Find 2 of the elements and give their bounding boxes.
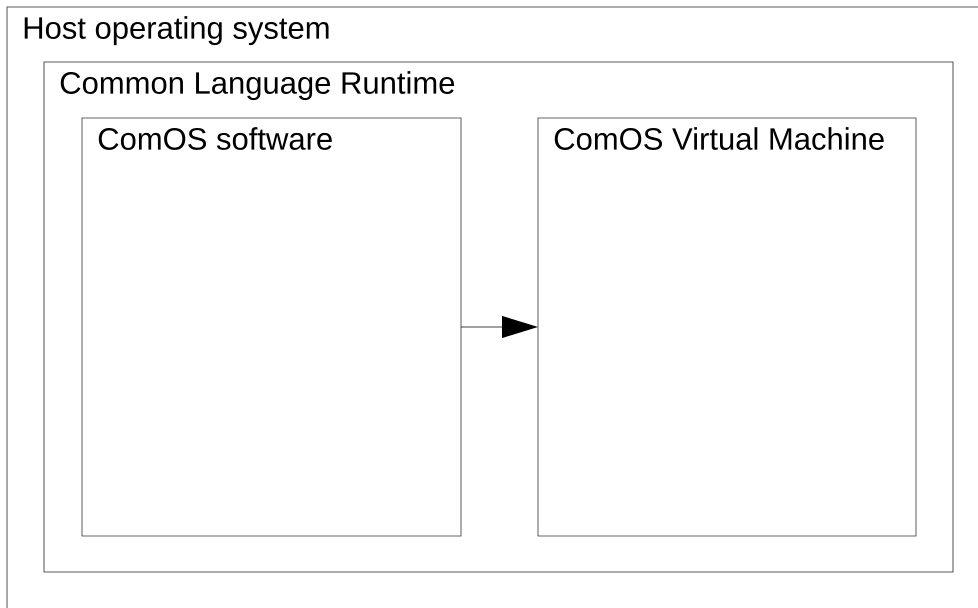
component-box: ComOS Virtual Machine [538, 118, 916, 536]
component-box: ComOS software [82, 118, 462, 536]
